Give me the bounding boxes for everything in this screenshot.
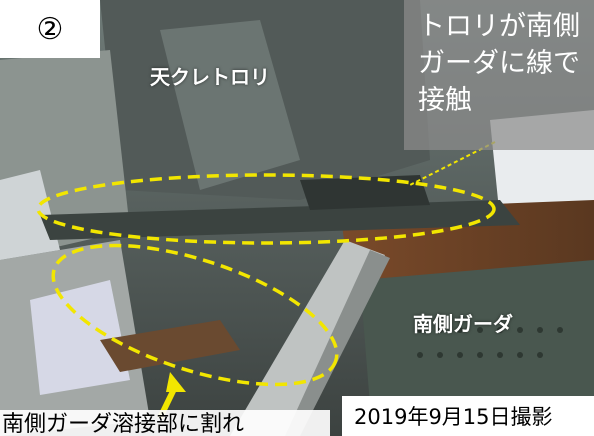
date-stamp: 2019年9月15日撮影 xyxy=(342,396,594,436)
girder-label: 南側ガーダ xyxy=(413,312,513,336)
contact-callout: トロリが南側 ガーダに線で 接触 xyxy=(404,0,594,150)
callout-line-3: 接触 xyxy=(418,85,472,116)
upper-component-label: 天クレトロリ xyxy=(150,65,270,89)
callout-line-1: トロリが南側 xyxy=(418,11,580,42)
callout-line-2: ガーダに線で xyxy=(418,48,580,79)
photo-number-label: ② xyxy=(0,0,100,58)
crack-note: 南側ガーダ溶接部に割れ xyxy=(0,410,330,436)
